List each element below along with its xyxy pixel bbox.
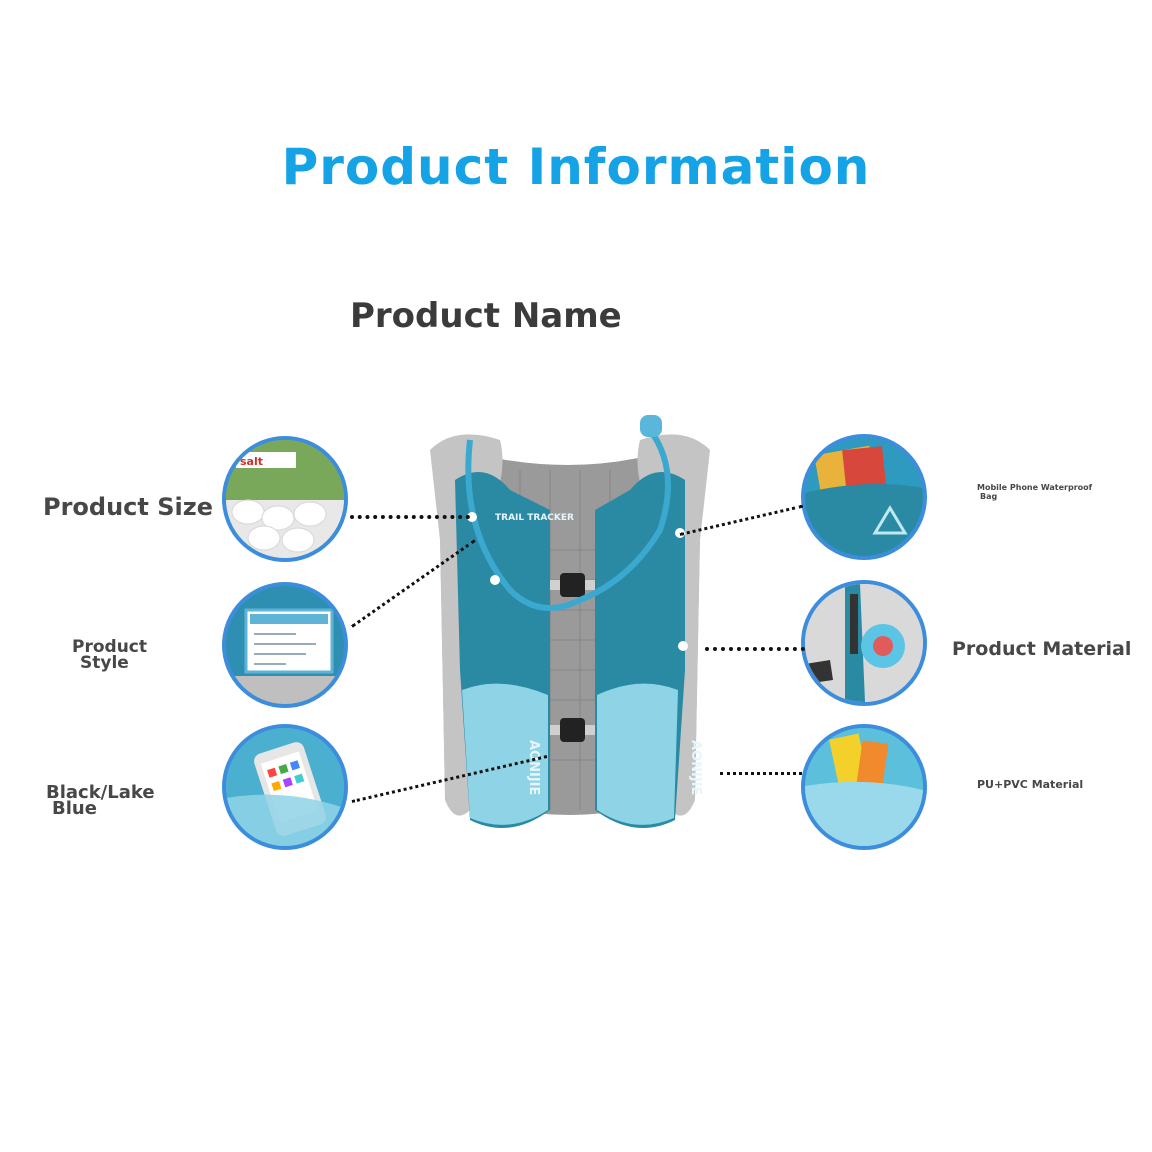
page-title: Product Information: [281, 138, 871, 196]
connector-size: [350, 515, 470, 519]
detail-circle-phone-bag: [801, 434, 927, 560]
product-size-label: Product Size: [43, 493, 213, 521]
vest-upper-buckle: [560, 573, 585, 597]
salt-tablets-image: salt: [226, 440, 344, 558]
phone-pocket-image: [226, 728, 344, 846]
detail-circle-material: [801, 580, 927, 706]
product-style-line1: Product: [72, 637, 147, 657]
color-label: Black/Lake Blue: [46, 782, 155, 819]
product-name-label: Product Name: [350, 296, 622, 328]
gel-pocket-image: [805, 728, 923, 846]
card-pocket-image: [805, 438, 923, 556]
vest-brand-right: AONIJIE: [688, 740, 703, 795]
detail-circle-pu-pvc: [801, 724, 927, 850]
pu-pvc-label: PU+PVC Material: [977, 778, 1084, 791]
product-style-label: Product Style: [72, 637, 147, 673]
id-card-pocket-image: [226, 586, 344, 704]
vest-bite-valve: [640, 415, 662, 437]
color-line2: Blue: [52, 798, 97, 819]
detail-circle-style: [222, 582, 348, 708]
detail-circle-color: [222, 724, 348, 850]
vest-brand-left: AONIJIE: [526, 740, 541, 795]
hydration-vest-image: TRAIL TRACKER AONIJIE AONIJIE: [430, 415, 710, 828]
vest-left-pocket: [462, 683, 548, 825]
phone-bag-line1: Mobile Phone Waterproof: [977, 483, 1093, 492]
connector-pu-pvc: [720, 772, 802, 775]
vest-lower-buckle: [560, 718, 585, 742]
detail-circle-size: salt: [222, 436, 348, 562]
product-material-label: Product Material: [952, 638, 1132, 660]
phone-bag-line2: Bag: [980, 492, 998, 501]
vest-hydration-tube: [465, 428, 671, 611]
svg-text:salt: salt: [240, 455, 263, 468]
vest-tracker-text: TRAIL TRACKER: [495, 513, 574, 523]
vest-right-pocket: [597, 683, 678, 825]
phone-bag-label: Mobile Phone Waterproof Bag: [977, 483, 1092, 501]
product-style-line2: Style: [80, 653, 129, 673]
connector-material: [705, 647, 805, 651]
color-line1: Black/Lake: [46, 782, 155, 803]
bottle-pocket-image: [805, 584, 923, 702]
